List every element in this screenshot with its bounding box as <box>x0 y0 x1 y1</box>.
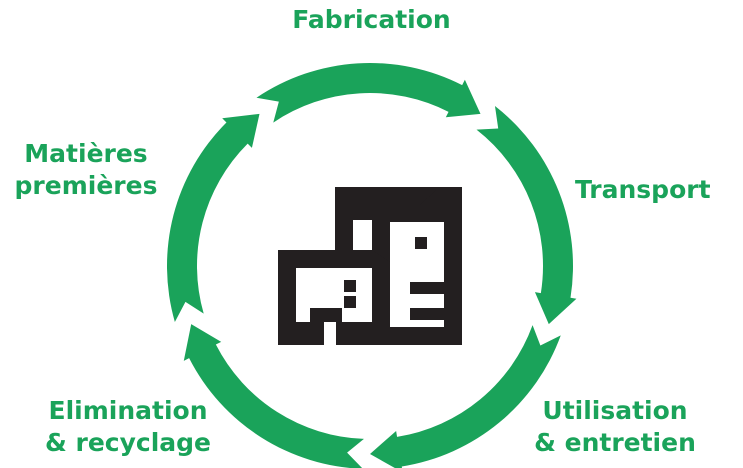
ring-arrow-raw-fabrication <box>167 113 260 322</box>
stage-use-label: Utilisation & entretien <box>505 395 725 459</box>
ring-arrow-fabrication-transport <box>256 63 481 123</box>
stage-transport-label: Transport <box>575 174 735 206</box>
stage-disposal-line1: Elimination <box>48 396 208 425</box>
cycle-ring <box>167 63 577 468</box>
stage-raw-materials-line2: premières <box>14 171 158 200</box>
stage-fabrication-text: Fabrication <box>292 5 451 34</box>
stage-raw-materials-line1: Matières <box>24 139 148 168</box>
ring-arrow-transport-use <box>476 106 577 325</box>
stage-fabrication-label: Fabrication <box>0 4 743 36</box>
stage-use-line1: Utilisation <box>542 396 688 425</box>
stage-transport-text: Transport <box>575 175 711 204</box>
ring-arrow-disposal-raw <box>183 324 364 468</box>
stage-raw-materials-label: Matières premières <box>6 138 166 202</box>
stage-disposal-line2: & recyclage <box>44 428 211 457</box>
buildings-icon <box>278 187 462 345</box>
stage-disposal-label: Elimination & recyclage <box>28 395 228 459</box>
ring-arrow-use-disposal <box>370 325 561 468</box>
stage-use-line2: & entretien <box>534 428 696 457</box>
